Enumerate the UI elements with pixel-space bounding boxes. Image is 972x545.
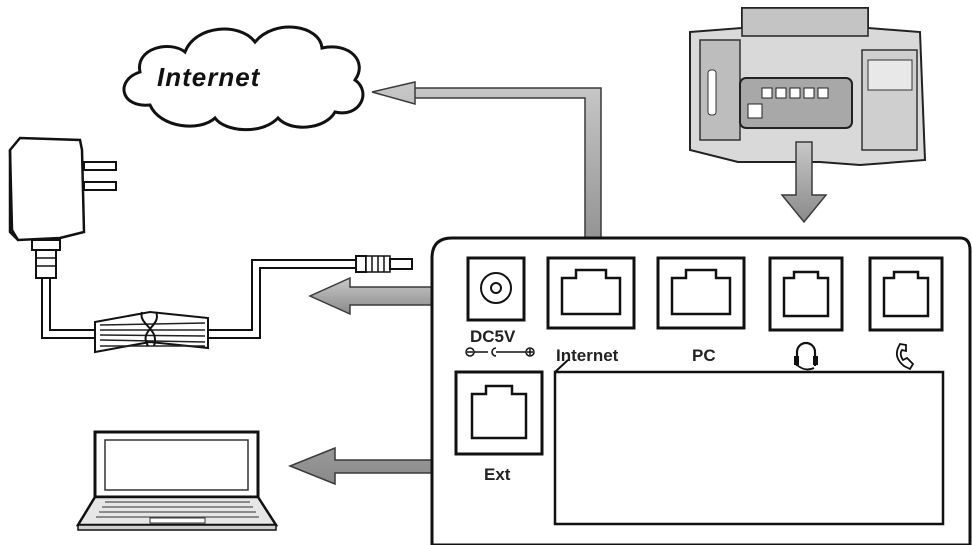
adapter-prong-top [83, 161, 117, 171]
cable-coil [94, 310, 209, 354]
headset-port [768, 256, 844, 371]
pc-port: PC [656, 256, 746, 365]
polarity-symbol [465, 347, 535, 357]
ext-port: Ext [454, 370, 544, 484]
cloud-shape [122, 25, 365, 132]
adapter-neck [31, 239, 61, 251]
cloud-label: Internet [157, 62, 261, 92]
handset-port [868, 256, 944, 371]
dc5v-label: DC5V [470, 327, 516, 346]
internet-port: Internet [546, 256, 636, 365]
rear-panel-label-area [553, 370, 945, 526]
internet-arrow [371, 81, 602, 269]
zoom-down-arrow [780, 141, 828, 224]
ext-port-label: Ext [484, 465, 511, 484]
power-adapter [8, 136, 117, 279]
laptop [75, 430, 279, 531]
laptop-trackpad [149, 517, 206, 524]
phone-mini-port-3 [789, 87, 801, 99]
phone-mini-port-6 [747, 103, 763, 119]
phone-top-ridge [741, 7, 869, 37]
phone-back-view [689, 7, 927, 167]
phone-left-panel [699, 39, 741, 141]
phone-stand-hinge [867, 59, 913, 91]
headset-icon [794, 341, 818, 371]
zoom-arrow-shape [780, 141, 828, 224]
phone-mini-port-2 [775, 87, 787, 99]
internet-arrow-shape [371, 81, 602, 269]
adapter-body [8, 136, 86, 242]
dc-plug [355, 255, 413, 273]
phone-slot [707, 69, 717, 116]
rear-panel: DC5V Internet PC [430, 236, 972, 545]
power-cable [41, 259, 356, 339]
phone-port-panel [739, 77, 853, 129]
adapter-strain-relief [35, 249, 57, 279]
phone-mini-port-4 [803, 87, 815, 99]
pc-port-label: PC [692, 346, 716, 365]
internet-cloud: Internet [122, 25, 365, 132]
dc5v-port: DC5V [465, 256, 535, 357]
phone-mini-port-1 [761, 87, 773, 99]
phone-mini-port-5 [817, 87, 829, 99]
coil-tie [140, 311, 158, 347]
internet-port-label: Internet [556, 346, 619, 365]
adapter-prong-bottom [83, 181, 117, 191]
handset-icon [895, 343, 915, 371]
